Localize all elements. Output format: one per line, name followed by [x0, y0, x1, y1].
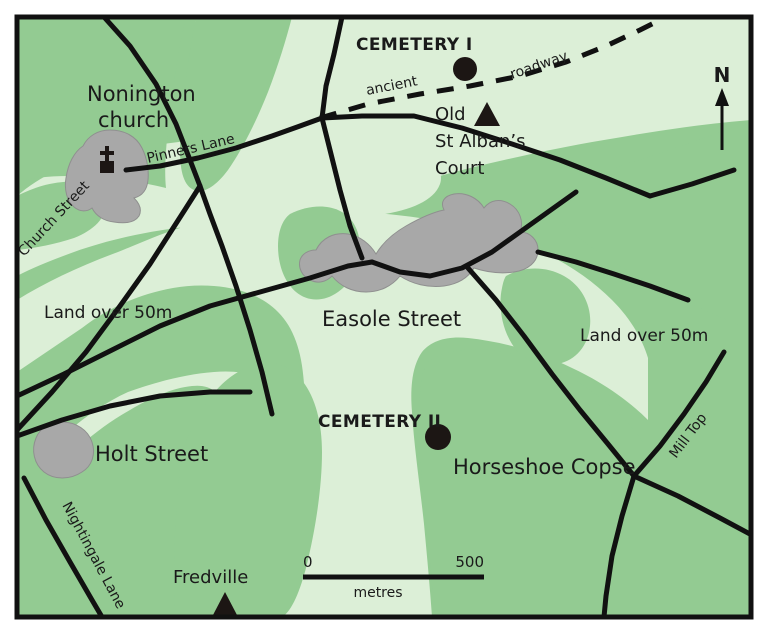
valley-lowland-north-block: [178, 17, 751, 247]
cemetery-2-dot: [425, 424, 451, 450]
road-se-to-edge: [601, 473, 637, 617]
road-mill-top: [631, 349, 727, 479]
north-arrow: [715, 88, 729, 150]
nonington-church-symbol: [100, 146, 114, 173]
road-southwest-through: [17, 389, 253, 439]
place-label-nonington-church-line2: church: [98, 108, 169, 132]
road-easole-spur-north: [319, 115, 365, 261]
road-easole-main: [17, 259, 375, 399]
scale-bar-max-label: 500: [455, 553, 484, 571]
road-easole-through: [369, 189, 579, 279]
place-label-holt-street: Holt Street: [95, 442, 208, 466]
road-nonington-north: [101, 17, 203, 189]
upland-lobe-northwest: [17, 17, 186, 188]
settlement-nonington: [64, 129, 149, 224]
road-easole-to-se: [465, 265, 637, 479]
legend-land-over-50m-west: Land over 50m: [44, 303, 172, 323]
scale-bar-units-label: metres: [353, 585, 402, 601]
map-frame-border: [14, 14, 754, 620]
road-church-street: [17, 183, 203, 433]
road-ne-branch: [647, 167, 737, 199]
valley-lowland-main: [17, 211, 648, 617]
road-pinners-lane: [123, 115, 325, 173]
settlement-holt-street: [33, 421, 95, 479]
place-label-easole-street: Easole Street: [322, 307, 461, 331]
place-label-horseshoe-copse: Horseshoe Copse: [453, 455, 636, 479]
place-label-old-st-albans-court-line2: St Alban’s: [435, 131, 525, 152]
road-pinners-to-ne: [319, 113, 653, 199]
road-easole-east-tail: [535, 249, 691, 303]
upland-lobe-east-margin: [555, 120, 751, 330]
place-label-old-st-albans-court-line1: Old: [435, 104, 466, 125]
cemetery-1-dot: [453, 57, 477, 81]
fredville-triangle: [213, 592, 237, 615]
road-mill-top-branch: [631, 473, 751, 537]
road-north-lane: [319, 17, 345, 121]
place-label-fredville: Fredville: [173, 567, 248, 588]
place-label-old-st-albans-court-line3: Court: [435, 158, 484, 179]
site-label-cemetery-1: CEMETERY I: [356, 35, 473, 55]
ancient-roadway-dashed: [319, 17, 662, 121]
scale-bar-min-label: 0: [303, 553, 313, 571]
road-nightingale-lane: [21, 475, 105, 617]
upland-lobe-near-easole-east: [500, 268, 591, 366]
old-st-albans-court-triangle: [474, 102, 500, 126]
upland-lobe-north-nose: [180, 17, 292, 192]
site-label-cemetery-2: CEMETERY II: [318, 412, 441, 432]
place-label-nonington-church-line1: Nonington: [87, 82, 196, 106]
legend-land-over-50m-east: Land over 50m: [580, 326, 708, 346]
upland-lobe-central: [174, 362, 322, 617]
road-network: [17, 17, 751, 617]
north-arrow-label: N: [714, 63, 731, 87]
upland-lobe-east-of-copse: [419, 349, 656, 617]
road-nonington-south: [197, 183, 275, 417]
